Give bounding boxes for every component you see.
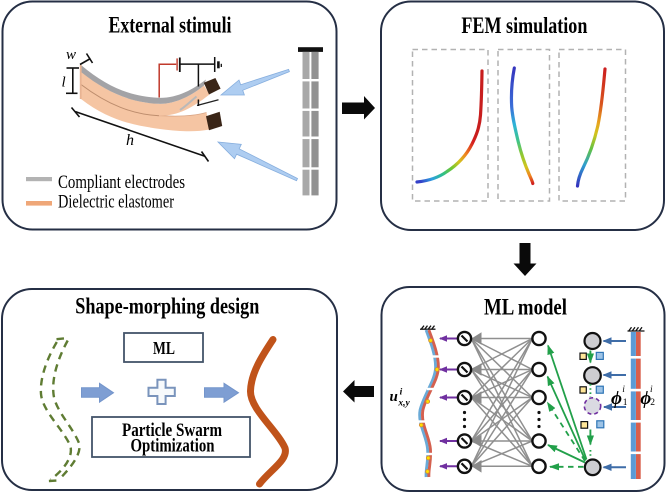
svg-text:i: i <box>622 385 625 395</box>
svg-text:Particle Swarm: Particle Swarm <box>122 421 222 441</box>
svg-text:w: w <box>66 47 76 63</box>
svg-text:i: i <box>650 385 653 395</box>
svg-text:x,y: x,y <box>397 398 410 408</box>
svg-text:FEM simulation: FEM simulation <box>461 13 587 38</box>
svg-text:External stimuli: External stimuli <box>109 12 232 37</box>
svg-text:i: i <box>400 388 403 398</box>
svg-text:u: u <box>390 389 398 405</box>
svg-text:l: l <box>62 75 66 91</box>
svg-text:Dielectric elastomer: Dielectric elastomer <box>58 193 174 213</box>
svg-text:h: h <box>126 132 134 149</box>
svg-text:Shape-morphing design: Shape-morphing design <box>75 293 259 318</box>
svg-text:ϕ: ϕ <box>640 388 651 409</box>
svg-text:Compliant electrodes: Compliant electrodes <box>58 173 185 193</box>
svg-text:ML model: ML model <box>484 295 567 320</box>
svg-text:1: 1 <box>623 398 628 408</box>
svg-text:ϕ: ϕ <box>611 388 622 409</box>
svg-text:2: 2 <box>650 398 655 408</box>
svg-text:ML: ML <box>153 338 175 358</box>
svg-text:Optimization: Optimization <box>131 437 216 457</box>
